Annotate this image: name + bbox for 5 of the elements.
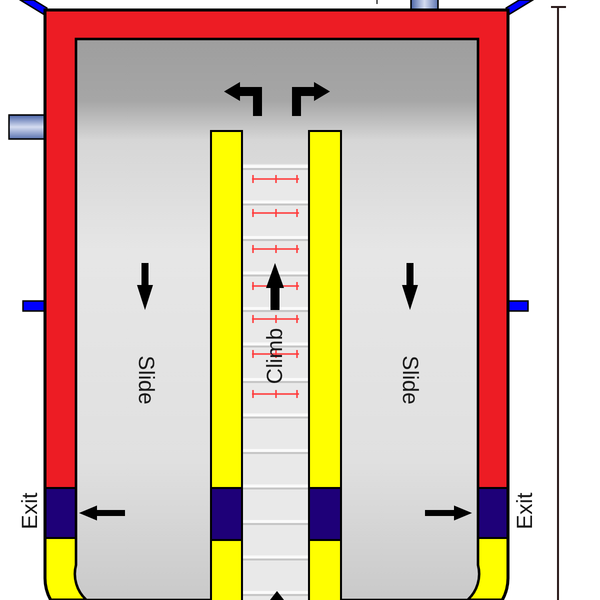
flow-label: Exit <box>514 492 536 530</box>
flow-label: Slide <box>135 356 157 404</box>
flow-label: Exit <box>19 492 41 530</box>
flow-label: Climb <box>264 328 286 384</box>
flow-label: Slide <box>399 356 421 404</box>
